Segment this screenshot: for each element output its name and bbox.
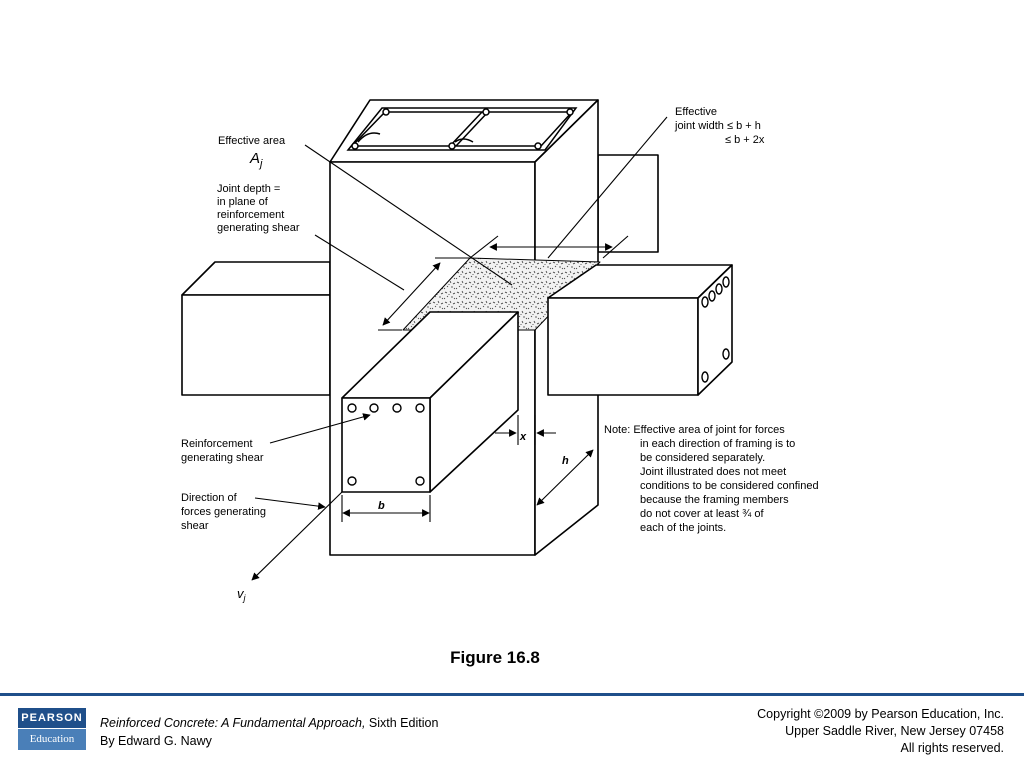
right-beam-bars	[701, 276, 730, 383]
figure-caption: Figure 16.8	[450, 648, 540, 667]
front-beam-bars	[347, 403, 425, 486]
beam-column-joint-diagram: Effective area Aj Joint depth = in plane…	[181, 99, 822, 603]
label-effective-area: Effective area	[218, 135, 286, 147]
label-x: x	[519, 431, 527, 443]
back-right-beam	[597, 154, 659, 253]
front-beam	[341, 311, 519, 493]
book-title: Reinforced Concrete: A Fundamental Appro…	[100, 716, 366, 730]
copyright-notice: Copyright ©2009 by Pearson Education, In…	[757, 706, 1004, 757]
book-citation: Reinforced Concrete: A Fundamental Appro…	[100, 714, 438, 750]
copyright-line: Copyright ©2009 by Pearson Education, In…	[757, 707, 1004, 721]
logo-top: PEARSON	[18, 708, 86, 728]
book-author: By Edward G. Nawy	[100, 734, 212, 748]
copyright-address: Upper Saddle River, New Jersey 07458	[785, 724, 1004, 738]
label-joint-depth: Joint depth = in plane of reinforcement …	[217, 183, 300, 234]
label-direction-of-forces: Direction of forces generating shear	[181, 492, 269, 532]
footer-divider	[0, 693, 1024, 696]
copyright-rights: All rights reserved.	[900, 741, 1004, 755]
label-effective-joint-width: Effective joint width ≤ b + h ≤ b + 2x	[674, 106, 765, 146]
shear-force-arrow	[251, 491, 343, 581]
logo-bottom: Education	[18, 729, 86, 750]
column-ties	[346, 107, 578, 151]
left-beam	[181, 261, 331, 396]
note-text: Note: Effective area of joint for forces…	[604, 424, 822, 534]
joint-depth-dim	[382, 262, 441, 326]
label-b: b	[378, 500, 385, 512]
label-reinforcement: Reinforcement generating shear	[181, 438, 264, 464]
pearson-logo: PEARSON Education	[18, 708, 86, 750]
label-h: h	[562, 455, 569, 467]
label-aj: Aj	[249, 150, 263, 170]
h-dim	[536, 449, 594, 506]
label-vj: vj	[237, 586, 247, 603]
book-edition: Sixth Edition	[365, 716, 439, 730]
